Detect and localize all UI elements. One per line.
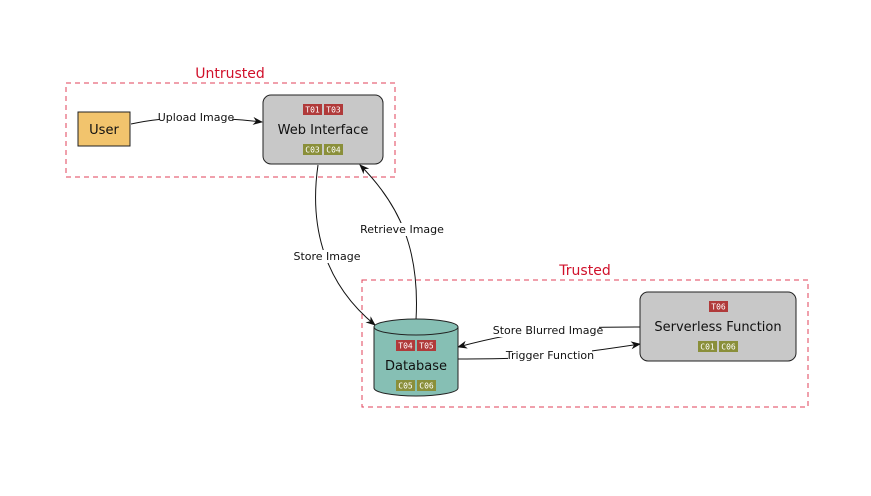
node-web-interface[interactable]: T01 T03 Web Interface C03 C04 [262, 94, 384, 165]
threat-badges: T01 T03 [303, 104, 343, 115]
node-database[interactable]: T04 T05 Database C05 C06 [373, 318, 459, 397]
control-badges: C03 C04 [303, 144, 343, 155]
edge-store-image-label: Store Image [293, 250, 360, 263]
threat-badges: T06 [709, 301, 728, 312]
edge-trigger-function[interactable]: Trigger Function [457, 341, 641, 362]
control-badge: C06 [721, 343, 736, 352]
edge-store-blurred-image[interactable]: Store Blurred Image [457, 324, 641, 349]
zone-trusted-label: Trusted [558, 263, 610, 279]
control-badge: C06 [419, 382, 434, 391]
threat-badges: T04 T05 [396, 340, 436, 351]
control-badges: C05 C06 [396, 380, 436, 391]
control-badge: C03 [305, 146, 320, 155]
threat-badge: T05 [419, 342, 434, 351]
zone-trusted: Trusted [361, 263, 809, 408]
edge-store-blurred-image-label: Store Blurred Image [493, 324, 604, 337]
edge-trigger-function-label: Trigger Function [505, 349, 594, 362]
threat-badge: T04 [398, 342, 413, 351]
node-web-interface-label: Web Interface [278, 123, 369, 138]
threat-badge: T06 [711, 303, 726, 312]
zone-untrusted: Untrusted [65, 66, 396, 178]
node-serverless-function[interactable]: T06 Serverless Function C01 C06 [639, 291, 797, 362]
edge-retrieve-image[interactable]: Retrieve Image [359, 164, 444, 321]
node-serverless-function-label: Serverless Function [654, 320, 781, 335]
control-badge: C04 [326, 146, 341, 155]
node-database-label: Database [385, 359, 447, 374]
edge-retrieve-image-label: Retrieve Image [360, 223, 444, 236]
zone-untrusted-label: Untrusted [195, 66, 265, 82]
control-badges: C01 C06 [698, 341, 738, 352]
node-user[interactable]: User [77, 111, 131, 147]
edge-upload-image[interactable]: Upload Image [130, 111, 263, 125]
edge-upload-image-label: Upload Image [158, 111, 235, 124]
threat-badge: T03 [326, 106, 341, 115]
threat-badge: T01 [305, 106, 320, 115]
control-badge: C05 [398, 382, 413, 391]
control-badge: C01 [700, 343, 715, 352]
edge-store-image[interactable]: Store Image [293, 164, 376, 326]
node-user-label: User [89, 123, 119, 138]
